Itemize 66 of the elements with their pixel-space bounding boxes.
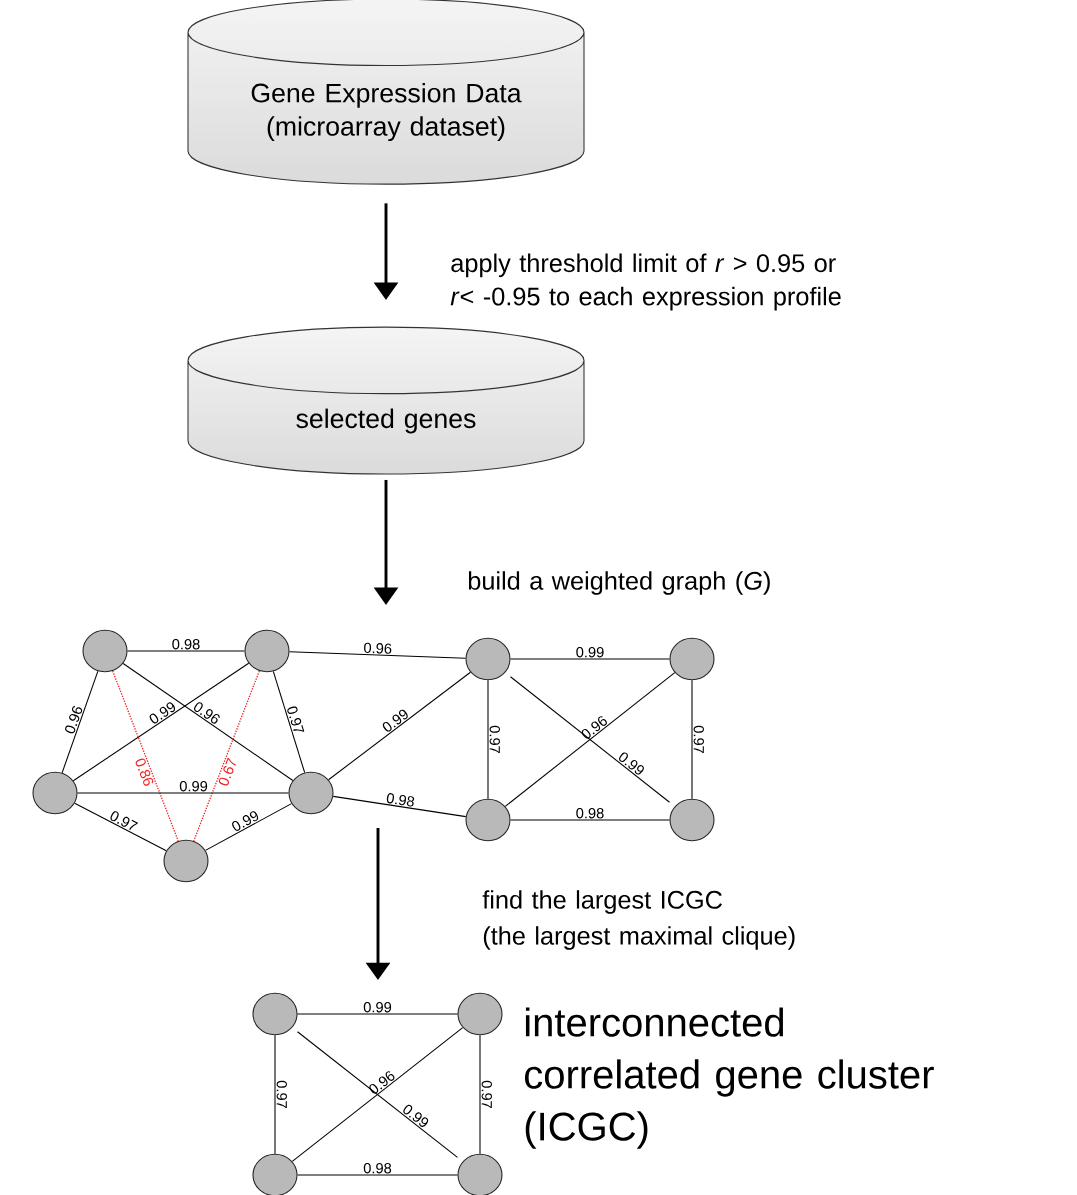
graph-edge: [127, 650, 245, 652]
graph-edge: [112, 670, 179, 842]
graph-vertex: [252, 992, 298, 1036]
graph-edge: [510, 819, 670, 821]
edge-label: 0.98: [172, 639, 200, 650]
graph-edge: [74, 802, 167, 852]
edge-label: 0.98: [363, 1163, 392, 1174]
edge-label: 0.96: [65, 706, 83, 734]
graph-vertex: [669, 637, 715, 681]
edge-label: 0.97: [693, 725, 704, 754]
graph-vertex: [82, 629, 128, 673]
graph-edge: [72, 662, 250, 782]
graph-edge: [487, 679, 489, 800]
graph-edge: [122, 663, 294, 781]
graph-edge: [274, 1034, 276, 1155]
graph-vertex: [244, 629, 290, 673]
edge-label: 0.67: [218, 757, 236, 786]
graph-edge: [479, 1034, 481, 1155]
step-label: find the largest ICGC: [482, 890, 722, 914]
graph-vertex: [32, 771, 78, 815]
edge-label: 0.99: [576, 647, 604, 658]
graph-edge: [193, 670, 260, 842]
graph-vertex: [288, 771, 334, 815]
graph-edge: [289, 651, 466, 659]
database-cylinder: selected genes: [187, 326, 585, 475]
edge-label: 0.98: [576, 808, 604, 819]
cluster-caption: interconnected correlated gene cluster (ICGC): [524, 1007, 934, 1149]
graph-edge: [272, 670, 306, 774]
edge-label: 0.96: [194, 702, 220, 724]
edge-label: 0.86: [135, 758, 154, 786]
step-label: build a weighted graph (G): [468, 571, 770, 595]
graph-vertex: [457, 1153, 503, 1195]
edge-label: 0.96: [581, 716, 607, 739]
graph-edge: [297, 1174, 458, 1176]
graph-vertex: [465, 637, 511, 681]
graph-vertex: [457, 992, 503, 1036]
graph-edge: [332, 795, 467, 818]
graph-edge: [204, 803, 293, 851]
edge-label: 0.99: [179, 781, 208, 792]
graph-vertex: [163, 839, 209, 883]
graph-vertex: [465, 798, 511, 842]
step-label: apply threshold limit of r > 0.95 or r< -0.95 to each expression profile: [450, 253, 841, 311]
graph-edge: [328, 671, 471, 781]
graph-edge: [510, 658, 670, 660]
graph-edge: [77, 792, 289, 794]
edge-label: 0.97: [276, 1080, 287, 1109]
graph-edge: [61, 670, 99, 774]
edge-label: 0.99: [149, 702, 176, 724]
edge-label: 0.97: [110, 811, 138, 831]
edge-label: 0.98: [386, 793, 415, 807]
edge-label: 0.99: [363, 1002, 392, 1013]
database-cylinder: Gene Expression Data (microarray dataset): [187, 0, 585, 185]
graph-vertex: [252, 1153, 298, 1195]
graph-edge: [297, 1013, 458, 1015]
step-label: (the largest maximal clique): [483, 926, 795, 950]
graph-vertex: [669, 798, 715, 842]
edge-label: 0.97: [489, 725, 500, 754]
edge-label: 0.99: [403, 1104, 429, 1127]
edge-label: 0.99: [232, 811, 259, 831]
graph-edge: [691, 679, 693, 800]
edge-label: 0.96: [369, 1071, 395, 1094]
edge-label: 0.96: [364, 642, 392, 654]
edge-label: 0.99: [619, 752, 644, 775]
edge-label: 0.97: [481, 1080, 492, 1109]
edge-label: 0.97: [287, 706, 305, 732]
edge-label: 0.99: [382, 709, 408, 732]
